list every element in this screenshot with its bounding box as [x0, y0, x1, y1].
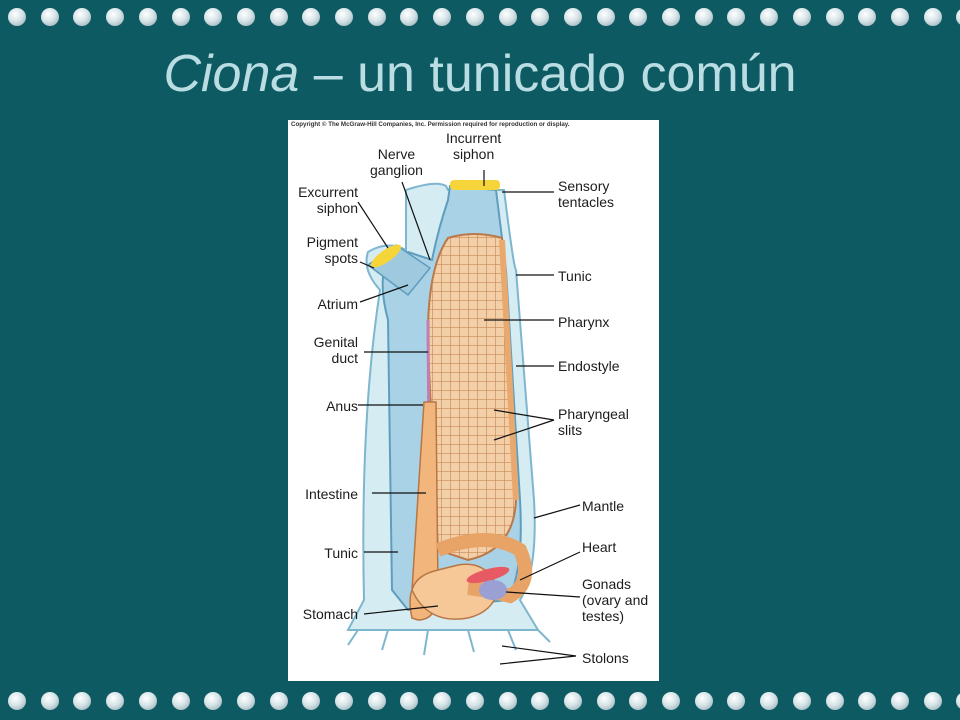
- label-incurrent-siphon: Incurrent siphon: [446, 130, 502, 162]
- border-dot: [236, 692, 255, 710]
- title-genus: Ciona: [163, 45, 300, 103]
- ciona-anatomy-illustration: [346, 170, 581, 665]
- ciona-figure: Copyright © The McGraw-Hill Companies, I…: [288, 120, 659, 681]
- border-dot: [138, 692, 157, 710]
- border-dot: [400, 8, 419, 26]
- border-dot: [727, 692, 746, 710]
- label-heart: Heart: [582, 539, 617, 555]
- border-dot: [433, 8, 452, 26]
- border-dot: [596, 8, 615, 26]
- border-dot: [890, 692, 909, 710]
- border-dot: [531, 692, 550, 710]
- border-dot: [204, 692, 223, 710]
- border-dot: [236, 8, 255, 26]
- label-atrium: Atrium: [317, 296, 358, 312]
- title-text: – un tunicado común: [299, 45, 797, 103]
- border-dot: [498, 8, 517, 26]
- border-dot: [171, 8, 190, 26]
- border-dot: [465, 8, 484, 26]
- border-dot: [563, 692, 582, 710]
- border-dot: [825, 692, 844, 710]
- label-tunic-left: Tunic: [324, 545, 358, 561]
- border-dot: [858, 8, 877, 26]
- border-dot: [138, 8, 157, 26]
- border-dot: [302, 692, 321, 710]
- label-endostyle: Endostyle: [558, 358, 620, 374]
- border-dot: [596, 692, 615, 710]
- border-dot: [73, 692, 92, 710]
- border-dot: [367, 692, 386, 710]
- border-dot: [792, 8, 811, 26]
- label-tunic-right: Tunic: [558, 268, 592, 284]
- label-excurrent-siphon: Excurrent siphon: [298, 184, 358, 216]
- border-dot: [269, 692, 288, 710]
- bottom-dot-border: [0, 684, 960, 720]
- border-dot: [269, 8, 288, 26]
- excurrent-siphon-rim: [370, 244, 402, 268]
- border-dot: [367, 8, 386, 26]
- heart: [466, 566, 510, 584]
- border-dot: [629, 8, 648, 26]
- border-dot: [858, 692, 877, 710]
- border-dot: [73, 8, 92, 26]
- border-dot: [433, 692, 452, 710]
- label-genital-duct: Genital duct: [313, 334, 358, 366]
- border-dot: [335, 692, 353, 710]
- border-dot: [956, 8, 960, 26]
- border-dot: [531, 8, 550, 26]
- slide-title: Ciona – un tunicado común: [0, 44, 960, 104]
- border-dot: [727, 8, 746, 26]
- border-dot: [8, 8, 26, 26]
- label-nerve-ganglion: Nerve ganglion: [370, 146, 423, 178]
- border-dot: [40, 8, 59, 26]
- label-pharynx: Pharynx: [558, 314, 610, 330]
- border-dot: [694, 8, 713, 26]
- border-dot: [204, 8, 223, 26]
- pharynx-basket: [426, 233, 518, 562]
- stolons: [347, 629, 551, 656]
- top-dot-border: [0, 0, 960, 36]
- label-stomach: Stomach: [302, 606, 358, 622]
- border-dot: [465, 692, 484, 710]
- border-dot: [8, 692, 26, 710]
- border-dot: [662, 692, 680, 710]
- border-dot: [498, 692, 517, 710]
- label-stolons: Stolons: [582, 650, 629, 666]
- border-dot: [302, 8, 321, 26]
- label-gonads: Gonads (ovary and testes): [582, 576, 649, 624]
- border-dot: [662, 8, 680, 26]
- gonads: [479, 580, 507, 600]
- border-dot: [825, 8, 844, 26]
- border-dot: [890, 8, 909, 26]
- copyright-notice: Copyright © The McGraw-Hill Companies, I…: [291, 121, 570, 128]
- border-dot: [956, 692, 960, 710]
- label-intestine: Intestine: [305, 486, 358, 502]
- incurrent-siphon-rim: [450, 180, 500, 190]
- border-dot: [694, 692, 713, 710]
- label-anus: Anus: [326, 398, 358, 414]
- border-dot: [629, 692, 648, 710]
- border-dot: [106, 692, 125, 710]
- border-dot: [563, 8, 582, 26]
- border-dot: [106, 8, 125, 26]
- label-pigment-spots: Pigment spots: [306, 234, 358, 266]
- border-dot: [760, 692, 779, 710]
- label-pharyngeal-slits: Pharyngeal slits: [558, 406, 629, 438]
- leader-lines: [357, 170, 581, 665]
- border-dot: [171, 692, 190, 710]
- label-mantle: Mantle: [582, 498, 625, 514]
- border-dot: [40, 692, 59, 710]
- label-sensory-tentacles: Sensory tentacles: [558, 178, 615, 210]
- border-dot: [335, 8, 353, 26]
- border-dot: [760, 8, 779, 26]
- border-dot: [792, 692, 811, 710]
- border-dot: [923, 8, 942, 26]
- border-dot: [923, 692, 942, 710]
- border-dot: [400, 692, 419, 710]
- endostyle: [499, 239, 519, 501]
